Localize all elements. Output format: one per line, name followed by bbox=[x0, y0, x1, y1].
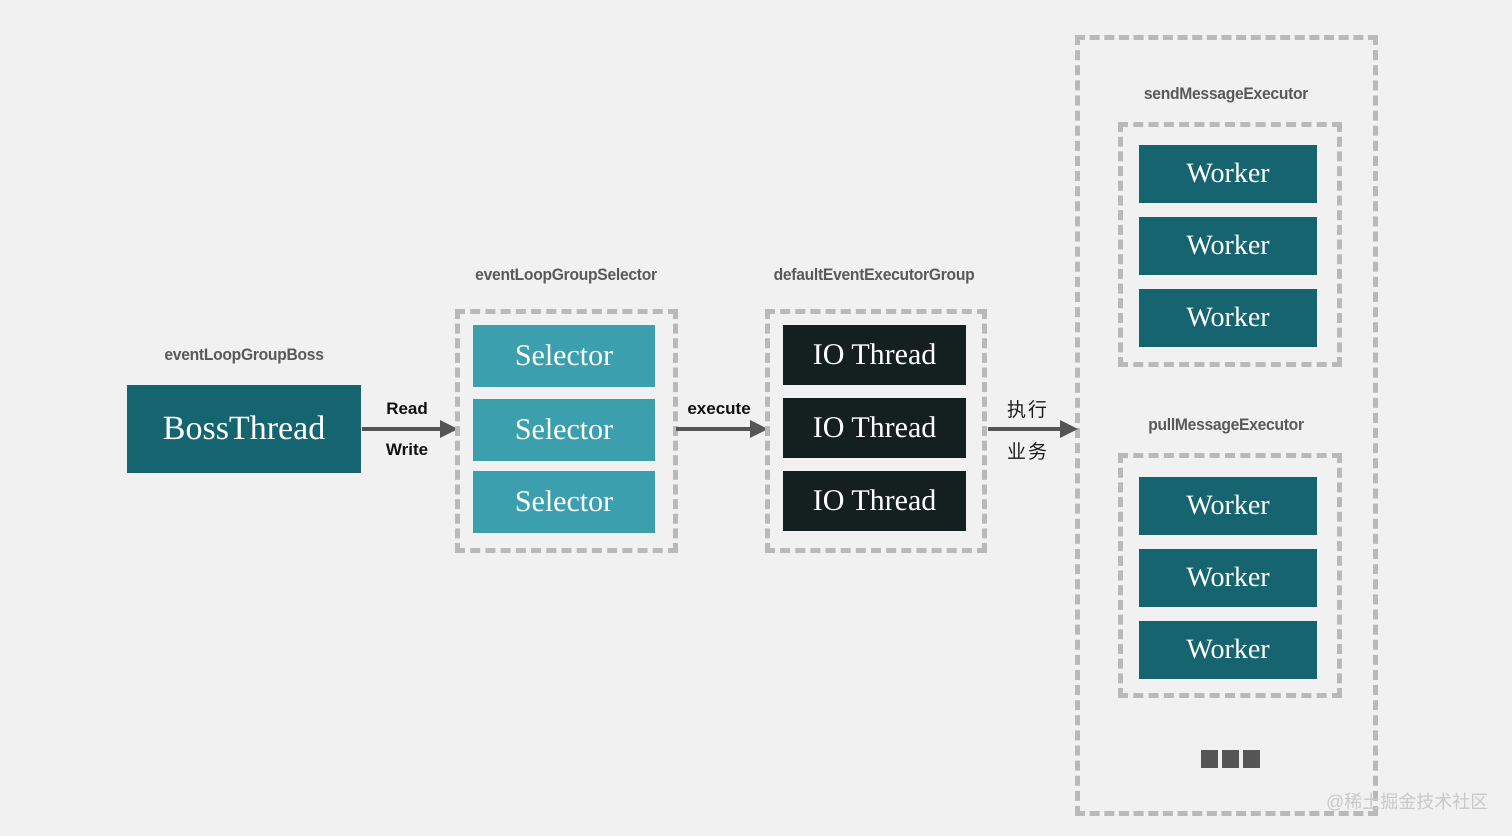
node-boss-thread[interactable]: BossThread bbox=[127, 385, 361, 473]
node-io-thread-3[interactable]: IO Thread bbox=[783, 471, 966, 531]
node-io-thread-2[interactable]: IO Thread bbox=[783, 398, 966, 458]
node-pull-worker-1[interactable]: Worker bbox=[1139, 477, 1317, 535]
caption-default-event-executor-group: defaultEventExecutorGroup bbox=[773, 265, 975, 284]
more-executors-ellipsis-icon bbox=[1201, 750, 1260, 768]
node-pull-worker-3[interactable]: Worker bbox=[1139, 621, 1317, 679]
arrow-label-execute: execute bbox=[687, 399, 751, 418]
arrow-selector-to-io-thread bbox=[676, 420, 768, 438]
arrow-label-execute-cn-bottom: 业务 bbox=[1006, 442, 1049, 463]
arrow-boss-to-selector bbox=[362, 420, 458, 438]
selector-group-dashed-box bbox=[455, 309, 678, 553]
arrow-label-write: Write bbox=[385, 440, 429, 459]
arrow-label-read: Read bbox=[386, 399, 428, 418]
node-io-thread-1[interactable]: IO Thread bbox=[783, 325, 966, 385]
send-message-executor-dashed-box bbox=[1118, 122, 1342, 367]
ellipsis-square-2 bbox=[1222, 750, 1239, 768]
ellipsis-square-1 bbox=[1201, 750, 1218, 768]
caption-pull-message-executor: pullMessageExecutor bbox=[1148, 415, 1304, 434]
node-pull-worker-2[interactable]: Worker bbox=[1139, 549, 1317, 607]
pull-message-executor-dashed-box bbox=[1118, 453, 1342, 698]
ellipsis-square-3 bbox=[1243, 750, 1260, 768]
caption-event-loop-group-selector: eventLoopGroupSelector bbox=[475, 265, 657, 284]
node-send-worker-3[interactable]: Worker bbox=[1139, 289, 1317, 347]
node-send-worker-1[interactable]: Worker bbox=[1139, 145, 1317, 203]
node-selector-2[interactable]: Selector bbox=[473, 399, 655, 461]
executor-container-dashed-box bbox=[1075, 35, 1378, 816]
arrow-label-execute-cn-top: 执行 bbox=[1006, 400, 1049, 421]
node-send-worker-2[interactable]: Worker bbox=[1139, 217, 1317, 275]
watermark: @稀土掘金技术社区 bbox=[1326, 792, 1489, 812]
default-event-executor-group-dashed-box bbox=[765, 309, 987, 553]
caption-send-message-executor: sendMessageExecutor bbox=[1143, 84, 1309, 103]
arrow-io-thread-to-executors bbox=[988, 420, 1078, 438]
node-selector-3[interactable]: Selector bbox=[473, 471, 655, 533]
node-selector-1[interactable]: Selector bbox=[473, 325, 655, 387]
caption-event-loop-group-boss: eventLoopGroupBoss bbox=[164, 345, 324, 364]
